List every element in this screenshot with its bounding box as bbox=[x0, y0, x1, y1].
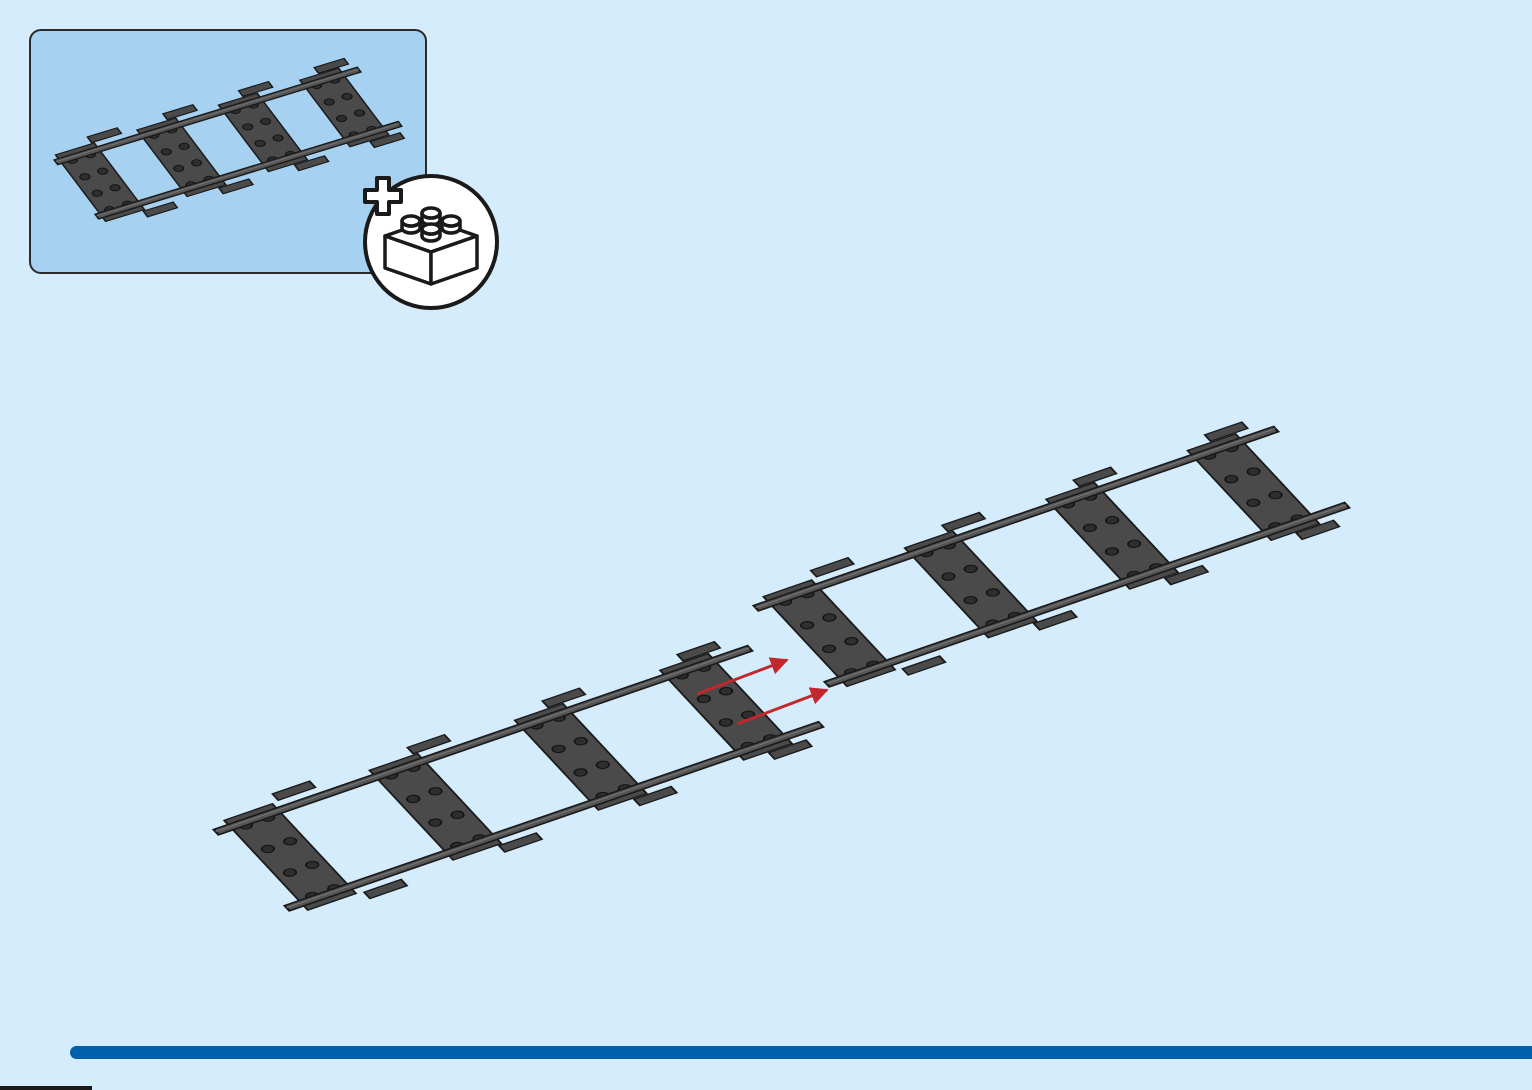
page-footer-rule bbox=[70, 1046, 1532, 1059]
page-corner-mark bbox=[0, 1086, 92, 1090]
track-piece-right bbox=[743, 415, 1360, 699]
assembly-scene bbox=[0, 0, 1532, 1040]
